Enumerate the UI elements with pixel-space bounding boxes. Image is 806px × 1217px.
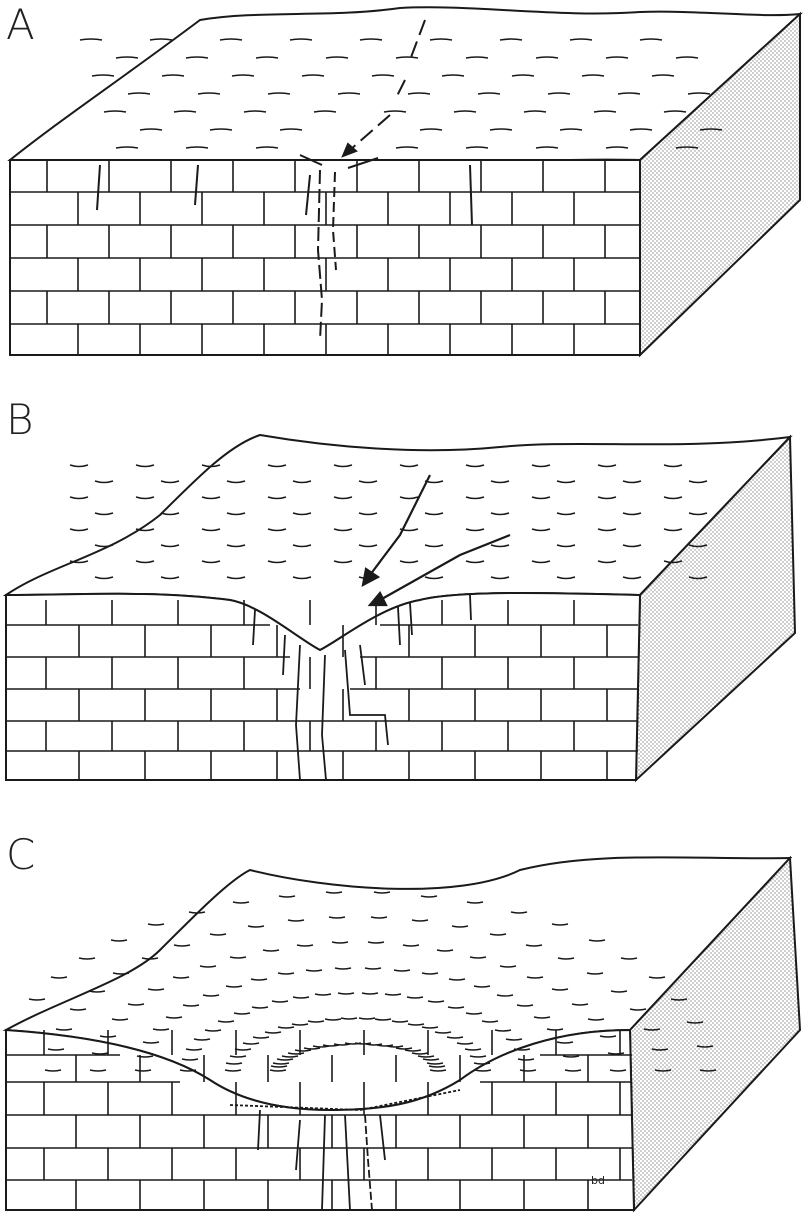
panel-label-b: B (6, 395, 34, 444)
surface-hachures (79, 38, 723, 149)
artist-initials: bd (591, 1174, 605, 1187)
brick-rows (6, 1054, 632, 1181)
panel-c: C bd (0, 830, 806, 1217)
block-diagram-c (2, 855, 802, 1213)
block-diagram-b (2, 433, 797, 783)
panel-b: B (0, 395, 806, 795)
surface-hachures (69, 464, 708, 580)
block-diagram-a (7, 6, 803, 358)
panel-label-c: C (6, 830, 36, 879)
brick-joints (46, 160, 606, 355)
brick-joints (43, 1030, 621, 1210)
flow-arrows (361, 474, 511, 607)
limestone-front (5, 1028, 636, 1211)
brick-joints (45, 600, 608, 780)
panel-label-a: A (6, 0, 35, 49)
sinkhole-throat (252, 594, 472, 781)
sinkhole-throat (229, 1089, 461, 1211)
brick-rows (10, 191, 640, 325)
solution-fractures (96, 164, 473, 341)
flow-arrows (299, 19, 426, 169)
panel-a: A (0, 0, 806, 360)
surface-hachures (28, 891, 717, 1072)
